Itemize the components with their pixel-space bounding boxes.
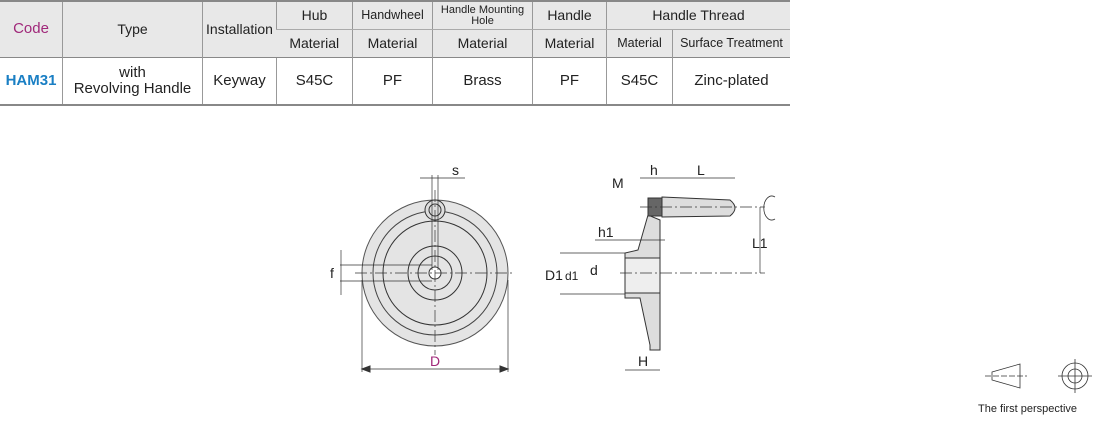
label-L: L	[697, 162, 705, 178]
cell-code: HAM31	[0, 57, 63, 105]
header-mounting-hole: Handle Mounting Hole	[432, 1, 533, 30]
cell-hub: S45C	[276, 57, 353, 105]
header-code: Code	[0, 1, 63, 58]
type-line1: with	[119, 63, 146, 81]
cell-handwheel: PF	[352, 57, 433, 105]
cell-thread-material: S45C	[606, 57, 673, 105]
header-handle-thread: Handle Thread	[606, 1, 790, 30]
label-D1: D1	[545, 267, 563, 283]
side-view	[560, 177, 776, 371]
perspective-label: The first perspective	[978, 403, 1078, 415]
header-handle: Handle	[532, 1, 607, 30]
label-L1: L1	[752, 235, 768, 251]
header-handle-material: Material	[532, 29, 607, 58]
cell-mounting-hole: Brass	[432, 57, 533, 105]
header-type: Type	[62, 1, 203, 58]
header-installation: Installation	[202, 1, 277, 58]
header-hub: Hub	[276, 1, 353, 30]
header-hub-material: Material	[276, 29, 353, 58]
label-H: H	[638, 353, 648, 369]
label-f: f	[330, 265, 334, 281]
cell-surface: Zinc-plated	[672, 57, 790, 105]
label-s: s	[452, 162, 459, 178]
first-perspective-icon	[985, 359, 1092, 393]
front-view	[340, 175, 515, 373]
label-h: h	[650, 162, 658, 178]
label-D: D	[430, 353, 440, 369]
cell-handle: PF	[532, 57, 607, 105]
label-d1: d1	[565, 269, 579, 283]
header-handwheel-material: Material	[352, 29, 433, 58]
header-hole-material: Material	[432, 29, 533, 58]
header-surface: Surface Treatment	[672, 29, 790, 58]
label-h1: h1	[598, 224, 614, 240]
label-M: M	[612, 175, 624, 191]
cell-installation: Keyway	[202, 57, 277, 105]
spec-table: Code Type Installation Hub Handwheel Han…	[0, 0, 790, 106]
label-d: d	[590, 262, 598, 278]
header-handwheel: Handwheel	[352, 1, 433, 30]
type-line2: Revolving Handle	[73, 80, 192, 97]
header-thread-material: Material	[606, 29, 673, 58]
